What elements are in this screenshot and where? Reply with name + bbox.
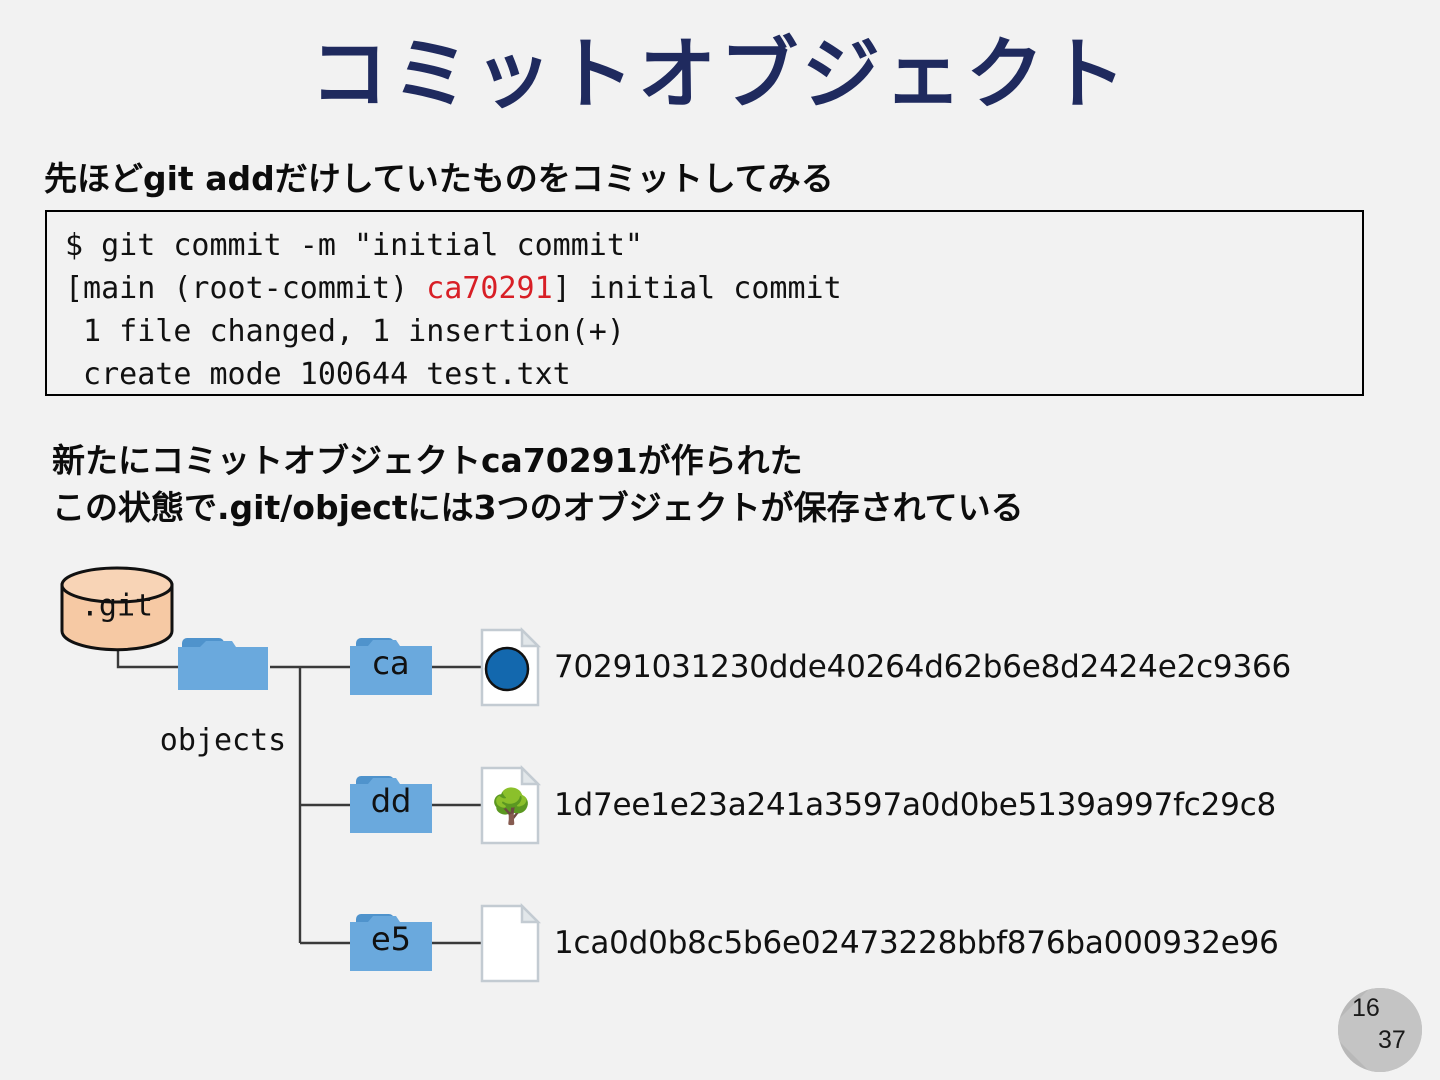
objects-folder-label: objects bbox=[160, 723, 286, 758]
terminal-output-box: $ git commit -m "initial commit" [main (… bbox=[45, 210, 1364, 396]
page-total-number: 37 bbox=[1378, 1026, 1406, 1054]
subtitle-text: 先ほどgit addだけしていたものをコミットしてみる bbox=[44, 159, 834, 198]
description-line-2: この状態で.git/objectには3つのオブジェクトが保存されている bbox=[52, 488, 1024, 527]
folder-e5-label: e5 bbox=[371, 920, 411, 958]
commit-object-circle-icon bbox=[484, 646, 530, 692]
tree-emoji-icon: 🌳 bbox=[490, 788, 533, 826]
description-text: 新たにコミットオブジェクトca70291が作られた この状態で.git/obje… bbox=[52, 437, 1024, 531]
folder-ca-label: ca bbox=[372, 644, 409, 682]
object-hash-ca: 70291031230dde40264d62b6e8d2424e2c9366 bbox=[554, 649, 1292, 685]
git-directory-label: .git bbox=[81, 589, 153, 624]
objects-folder-icon bbox=[178, 638, 268, 690]
object-hash-e5: 1ca0d0b8c5b6e02473228bbf876ba000932e96 bbox=[554, 925, 1279, 961]
page-title: コミットオブジェクト bbox=[309, 30, 1130, 120]
folder-dd-icon: dd bbox=[350, 776, 432, 833]
commit-object-file-icon bbox=[480, 626, 542, 707]
folder-dd-label: dd bbox=[371, 782, 412, 820]
terminal-commit-prefix: [main (root-commit) bbox=[65, 271, 427, 306]
git-objects-diagram: .git objects ca dd e5 bbox=[0, 545, 1440, 985]
description-line-1: 新たにコミットオブジェクトca70291が作られた bbox=[52, 441, 803, 480]
terminal-line-command: $ git commit -m "initial commit" bbox=[65, 228, 643, 263]
blob-object-file-icon bbox=[480, 902, 542, 983]
git-directory-cylinder: .git bbox=[60, 566, 174, 652]
terminal-line-changes: 1 file changed, 1 insertion(+) bbox=[65, 314, 625, 349]
terminal-commit-suffix: ] initial commit bbox=[552, 271, 842, 306]
folder-ca-icon: ca bbox=[350, 638, 432, 695]
terminal-line-commit-summary: [main (root-commit) ca70291] initial com… bbox=[65, 267, 1362, 310]
object-hash-dd: 1d7ee1e23a241a3597a0d0be5139a997fc29c8 bbox=[554, 787, 1277, 823]
page-current-number: 16 bbox=[1352, 994, 1380, 1022]
page-number-badge: 16 37 bbox=[1338, 988, 1422, 1072]
terminal-commit-hash: ca70291 bbox=[426, 271, 553, 306]
tree-object-file-icon bbox=[480, 764, 542, 845]
folder-e5-icon: e5 bbox=[350, 914, 432, 971]
terminal-line-create-mode: create mode 100644 test.txt bbox=[65, 357, 571, 392]
